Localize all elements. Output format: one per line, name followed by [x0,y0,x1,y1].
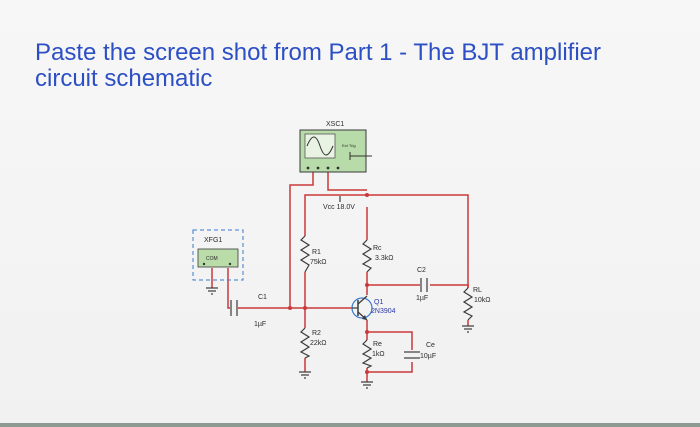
resistor-rl: RL 10kΩ [462,287,491,326]
re-label: Re [373,341,382,348]
xfg1-display: COM [206,256,218,262]
rc-value: 3.3kΩ [375,255,393,262]
r1-label: R1 [312,249,321,256]
ground-symbol-emitter [361,381,373,389]
c2-label: C2 [417,267,426,274]
generator-signal-wire [227,268,230,309]
junction-dots [288,193,369,374]
ground-symbol-r2 [299,371,311,379]
title-line-1: Paste the screen shot from Part 1 - The … [35,39,602,66]
resistor-rc: Rc 3.3kΩ [361,239,393,273]
emitter-to-ce-wire [367,331,413,350]
rl-label: RL [473,287,482,294]
ce-label: Ce [426,342,435,349]
transistor-q1: Q1 2N3904 [351,295,396,321]
rc-label: Rc [373,245,382,252]
scope-ch-b-wire [327,172,367,191]
c2-to-rl-wire [430,284,469,288]
r1-value: 75kΩ [310,259,327,266]
c1-label: C1 [258,294,267,301]
scope-trigger-label: Ext Trig [342,143,356,148]
resistor-r2: R2 22kΩ [299,327,327,359]
ce-value: 10µF [420,353,436,360]
slide-title: Paste the screen shot from Part 1 - The … [35,40,685,92]
vcc-rail [304,194,469,288]
ground-symbol-generator [206,287,218,295]
capacitor-c2: C2 1µF [416,267,428,302]
resistor-re: Re 1kΩ [361,339,385,369]
capacitor-c1: C1 1µF [230,294,267,328]
xfg1-label: XFG1 [204,237,222,244]
ground-symbol-rl [462,325,474,333]
title-line-2: circuit schematic [35,65,213,92]
r2-label: R2 [312,330,321,337]
re-ce-ground-wire [366,362,413,373]
c1-value: 1µF [254,321,266,328]
function-generator-xfg1: XFG1 COM [192,229,244,281]
supply-vcc: Vcc 18.0V [323,196,355,211]
re-value: 1kΩ [372,351,385,358]
xsc1-label: XSC1 [326,121,344,128]
resistor-r1: R1 75kΩ [299,235,327,273]
oscilloscope-xsc1: XSC1 Ext Trig [299,121,372,173]
vcc-label: Vcc 18.0V [323,204,355,211]
rl-value: 10kΩ [474,297,491,304]
q1-label: Q1 [374,299,383,306]
scope-ch-a-wire [289,172,314,308]
capacitor-ce: Ce 10µF [404,342,436,360]
q1-part: 2N3904 [371,308,396,315]
c2-value: 1µF [416,295,428,302]
circuit-wires [211,172,469,382]
r2-value: 22kΩ [310,340,327,347]
bottom-bar [0,423,700,427]
